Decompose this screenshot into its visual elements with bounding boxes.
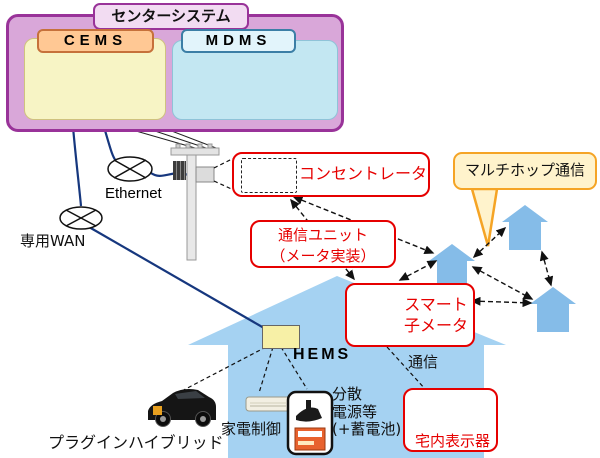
smart-meter-box: スマート 子メータ <box>345 283 475 347</box>
comm-unit-line2: （メータ実装） <box>270 247 376 265</box>
distributed-line2: 電源等 <box>332 402 378 421</box>
comm-label: 通信 <box>408 353 439 371</box>
mdms-panel <box>172 40 338 120</box>
neighbour-house-mid <box>429 244 475 288</box>
smart-meter-line1: スマート <box>404 295 468 314</box>
appliance-control-label: 家電制御 <box>221 420 282 438</box>
phv-label: プラグインハイブリッド <box>48 433 224 452</box>
comm-unit-line1: 通信ユニット <box>277 226 368 244</box>
concentrator-label: コンセントレータ <box>298 164 427 183</box>
distributed-power-label: 分散 電源等 (+蓄電池) <box>332 385 402 439</box>
wan-node-icon <box>59 206 103 230</box>
wan-label: 専用WAN <box>20 232 86 250</box>
air-conditioner-icon <box>245 396 291 412</box>
center-system-title: センターシステム <box>93 3 249 30</box>
ethernet-node-icon <box>107 156 153 182</box>
concentrator-box: コンセントレータ <box>232 152 430 197</box>
smart-meter-line2: 子メータ <box>403 316 468 335</box>
multihop-callout-tail <box>470 187 499 247</box>
multihop-callout: マルチホップ通信 <box>453 152 597 190</box>
ethernet-label: Ethernet <box>105 185 162 202</box>
mdms-label: MDMS <box>181 29 296 53</box>
comm-unit-box: 通信ユニット （メータ実装） <box>250 220 396 268</box>
distributed-power-icon <box>286 390 334 456</box>
neighbour-house-bottom-right <box>530 287 576 332</box>
cems-label: CEMS <box>37 29 154 53</box>
car-icon <box>148 389 216 427</box>
neighbour-house-top-right <box>502 205 548 250</box>
smart-meter-label: スマート 子メータ <box>399 294 473 336</box>
in-home-display-box: 宅内表示器 <box>403 388 498 452</box>
distributed-line1: 分散 <box>332 385 363 403</box>
in-home-display-label: 宅内表示器 <box>414 432 490 450</box>
hems-control-lines <box>175 346 427 395</box>
hems-label: HEMS <box>293 346 352 363</box>
concentrator-zoom-frame <box>241 158 297 193</box>
distributed-line3: (+蓄電池) <box>332 420 402 438</box>
hems-controller <box>262 325 300 349</box>
